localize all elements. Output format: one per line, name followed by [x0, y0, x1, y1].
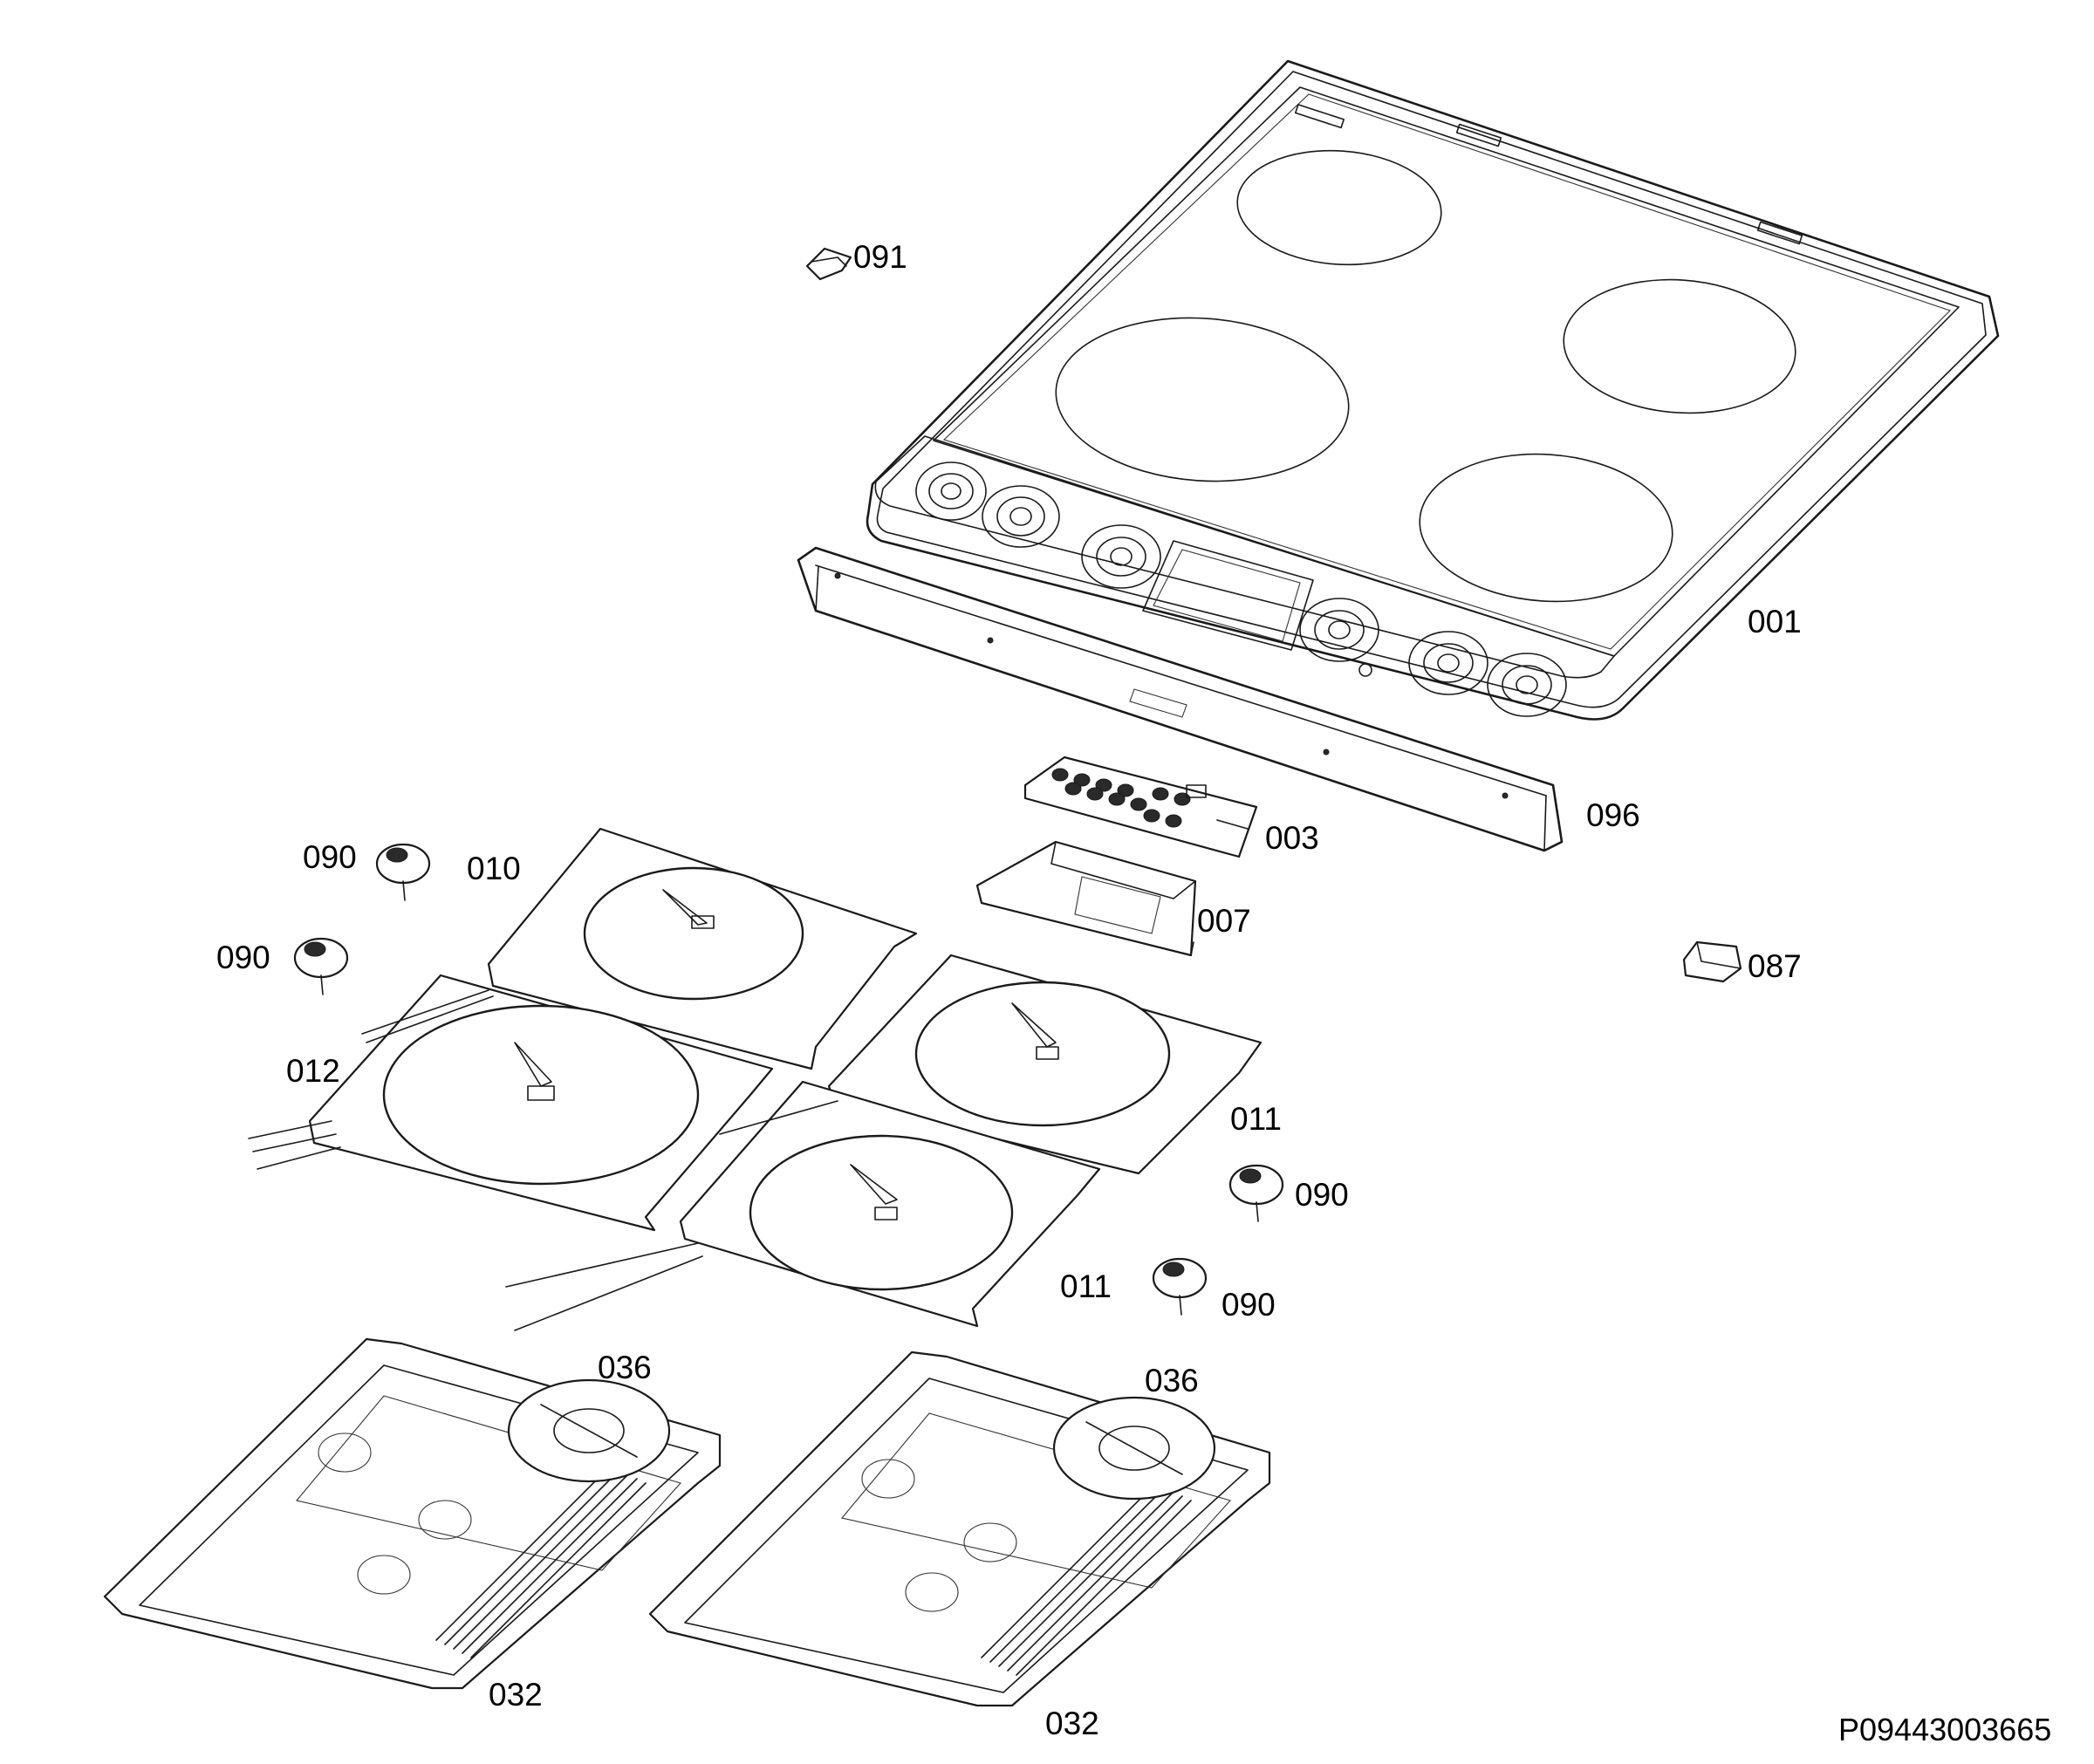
power-board-coils-a [318, 1432, 472, 1595]
drawing-code: P09443003665 [1838, 1712, 2051, 1747]
temperature-sensor-090-d [1152, 1257, 1208, 1316]
cooktop-top-001 [866, 59, 2000, 721]
label-032-a: 032 [489, 1677, 543, 1713]
temperature-sensor-090-b [293, 937, 349, 995]
bracket-087 [1682, 940, 1742, 983]
fan-036-b [1052, 1396, 1216, 1501]
label-032-b: 032 [1045, 1706, 1099, 1741]
label-007: 007 [1197, 903, 1251, 939]
label-011-a: 011 [1230, 1101, 1282, 1137]
label-036-a: 036 [598, 1350, 652, 1385]
wiring-leads [248, 989, 838, 1331]
heating-element-011-b [679, 1080, 1101, 1328]
temperature-sensor-090-c [1228, 1164, 1284, 1222]
fan-036-a [507, 1378, 671, 1483]
heating-element-010 [487, 827, 918, 1070]
label-087: 087 [1748, 948, 1802, 984]
control-knobs [915, 462, 1567, 717]
label-090-d: 090 [1222, 1287, 1276, 1323]
part-labels: 091 001 096 003 007 087 090 010 090 012 … [216, 239, 1802, 1741]
board-tray-007 [975, 840, 1197, 957]
label-091: 091 [853, 239, 907, 275]
clip-091 [805, 247, 852, 281]
label-090-b: 090 [216, 940, 270, 975]
label-096: 096 [1586, 797, 1640, 833]
label-011-b: 011 [1060, 1268, 1112, 1304]
label-012: 012 [286, 1053, 340, 1089]
label-003: 003 [1265, 820, 1319, 856]
heatsink-fins-a [435, 1465, 647, 1658]
front-trim-096 [797, 546, 1564, 852]
label-036-b: 036 [1145, 1363, 1199, 1398]
temperature-sensor-090-a [375, 843, 431, 901]
heating-element-011-a [827, 954, 1263, 1175]
label-001: 001 [1748, 604, 1802, 639]
label-090-a: 090 [303, 839, 357, 875]
label-010: 010 [467, 851, 521, 886]
heating-element-012 [308, 974, 774, 1232]
heatsink-fins-b [981, 1482, 1192, 1676]
label-090-c: 090 [1295, 1177, 1349, 1213]
power-board-coils-b [861, 1459, 1017, 1612]
control-board-003 [1023, 756, 1258, 858]
